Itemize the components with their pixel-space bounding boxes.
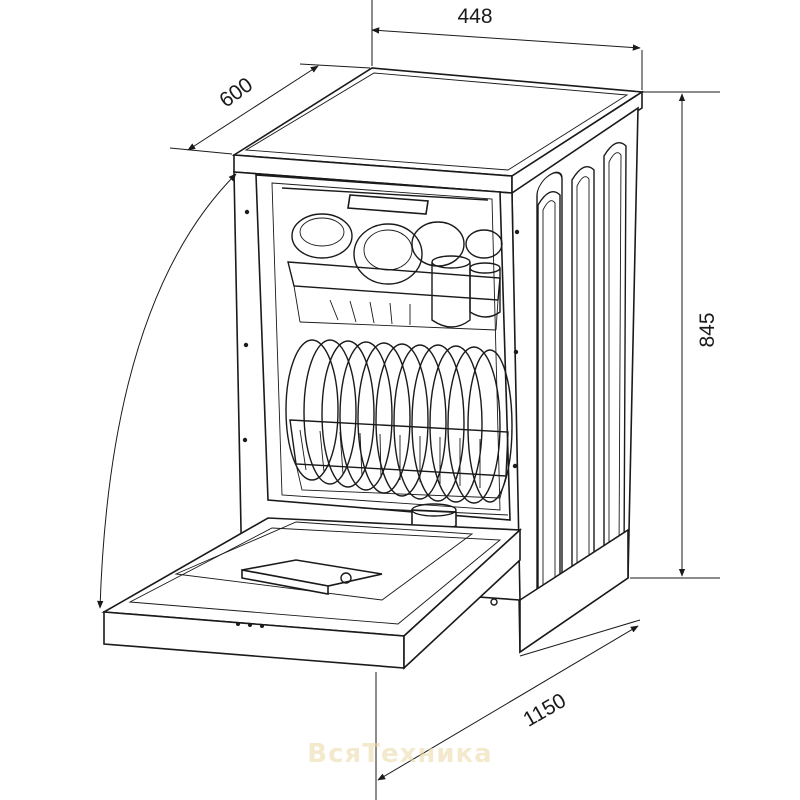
plates: [285, 339, 513, 504]
upper-rack: [287, 213, 503, 331]
tub: [255, 174, 511, 521]
open-door: [101, 517, 522, 670]
lower-rack: [285, 339, 513, 504]
dimension-height: 845: [630, 91, 720, 579]
open-depth-label: 1150: [519, 689, 570, 732]
dimension-width: 448: [371, 0, 643, 90]
width-label: 448: [457, 5, 492, 28]
height-label: 845: [696, 312, 719, 347]
dishwasher: [101, 67, 645, 670]
depth-label: 600: [215, 73, 257, 112]
watermark: ВсяТехника: [307, 739, 492, 769]
door-swing-arc: [97, 173, 237, 609]
